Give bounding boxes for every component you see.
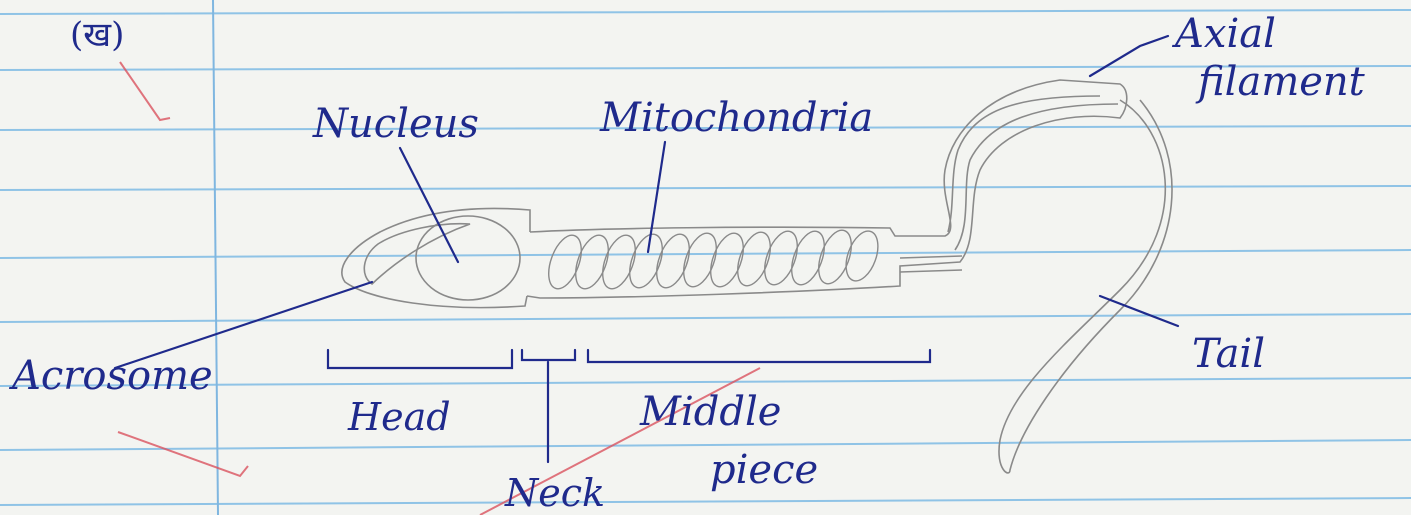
nucleus-pointer xyxy=(400,148,458,262)
mitochondria-coils xyxy=(542,226,884,293)
head-bracket xyxy=(328,350,512,368)
axial-filament-label-line2: filament xyxy=(1198,62,1365,102)
neck-label: Neck xyxy=(505,474,605,512)
head-outline xyxy=(342,208,530,307)
head-label: Head xyxy=(348,398,451,436)
nucleus-label: Nucleus xyxy=(313,104,479,144)
axial-filament-label-line1: Axial xyxy=(1175,14,1276,54)
tail-label: Tail xyxy=(1192,334,1265,374)
nucleus-shape xyxy=(416,216,520,300)
middle-piece-bracket xyxy=(588,350,930,362)
section-marker: (ख) xyxy=(70,18,124,52)
mitochondria-label: Mitochondria xyxy=(600,98,873,138)
middle-piece-label-line2: piece xyxy=(710,450,818,490)
neck-bracket xyxy=(522,350,575,360)
tail-outline xyxy=(999,100,1172,473)
middle-piece-label-line1: Middle xyxy=(640,392,781,432)
tail-pointer xyxy=(1100,296,1178,326)
axial-filament-pointer xyxy=(1090,36,1168,76)
acrosome-label: Acrosome xyxy=(12,356,213,396)
